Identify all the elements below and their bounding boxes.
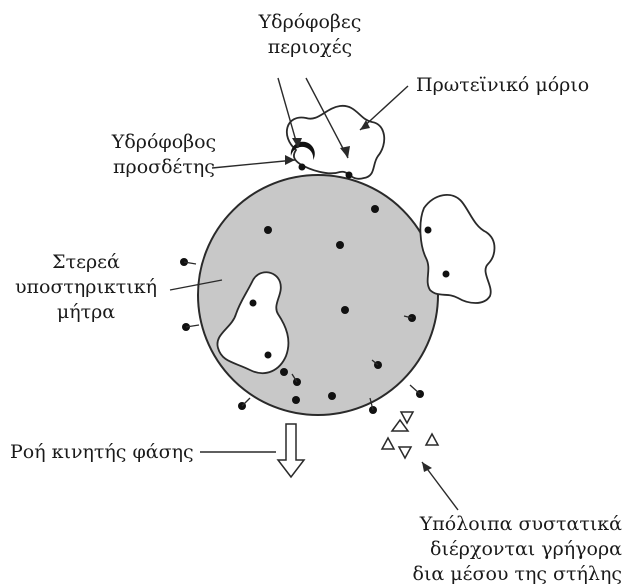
ligand-dot [280, 368, 288, 376]
leader-hydrophobic-ligand [212, 160, 295, 168]
ligand-dot [292, 396, 300, 404]
label-solid-support-matrix: Στερεά υποστηρικτική μήτρα [2, 250, 170, 325]
label-line: υποστηρικτική [2, 275, 170, 300]
ligand-dot [371, 205, 379, 213]
flow-arrow [278, 424, 304, 477]
ligand-dot [346, 172, 353, 179]
protein-molecule-right [420, 195, 494, 303]
ligand-dot [265, 352, 272, 359]
support-bead [198, 175, 438, 415]
triangle [426, 434, 438, 445]
triangle [382, 438, 394, 449]
ligand-dot [425, 227, 432, 234]
label-line: δια μέσου της στήλης [396, 562, 622, 587]
label-line: Ροή κινητής φάσης [10, 440, 194, 465]
label-line: μήτρα [2, 300, 170, 325]
triangle [399, 447, 411, 458]
label-other-components: Υπόλοιπα συστατικά διέρχονται γρήγορα δι… [396, 512, 622, 587]
label-protein-molecule: Πρωτεϊνικό μόριο [416, 73, 589, 98]
label-line: Στερεά [2, 250, 170, 275]
ligand-dot [336, 241, 344, 249]
label-mobile-phase-flow: Ροή κινητής φάσης [10, 440, 194, 465]
ligand-dot [250, 300, 257, 307]
label-line: διέρχονται γρήγορα [396, 537, 622, 562]
label-line: Υπόλοιπα συστατικά [396, 512, 622, 537]
label-line: προσδέτης [104, 155, 224, 180]
label-line: περιοχές [250, 35, 370, 60]
ligand-dot [264, 226, 272, 234]
triangle [401, 412, 413, 423]
ligand-dot [341, 306, 349, 314]
label-line: Υδρόφοβες [250, 10, 370, 35]
ligand-dot [443, 271, 450, 278]
ligand-dot [328, 392, 336, 400]
label-line: Υδρόφοβος [104, 130, 224, 155]
ligand-dot [299, 164, 306, 171]
label-hydrophobic-regions: Υδρόφοβες περιοχές [250, 10, 370, 60]
label-hydrophobic-ligand: Υδρόφοβος προσδέτης [104, 130, 224, 180]
other-components-triangles [382, 412, 438, 458]
label-line: Πρωτεϊνικό μόριο [416, 73, 589, 98]
